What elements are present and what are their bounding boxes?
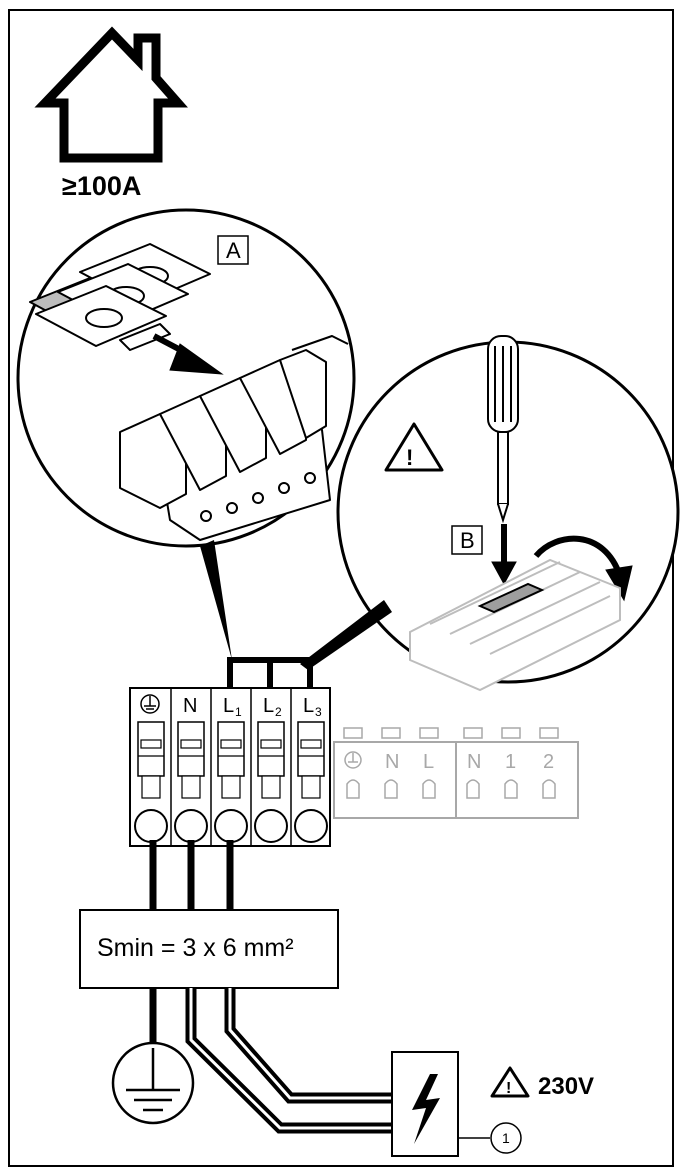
jumper-bridge (227, 657, 313, 690)
secondary-cell-0 (339, 727, 367, 799)
callout-box-a (217, 235, 249, 265)
terminal-sub: 2 (275, 705, 282, 719)
pointer-a (200, 540, 232, 660)
secondary-cell-3: N (459, 727, 487, 799)
cables-upper (149, 840, 234, 910)
voltage-label: 230V (538, 1073, 594, 1100)
secondary-label: 1 (505, 751, 516, 773)
warning-icon: ! (490, 1066, 530, 1098)
callout-label-b: B (460, 528, 475, 553)
terminal-label: N (183, 695, 197, 717)
svg-text:!: ! (406, 445, 413, 470)
callout-label-1: 1 (502, 1130, 510, 1146)
callout-box-b (451, 525, 483, 555)
secondary-cell-5: 2 (535, 727, 563, 799)
detail-circle-a: A (16, 208, 356, 548)
lightning-icon (412, 1074, 440, 1144)
terminal-sub: 3 (315, 705, 322, 719)
power-supply-box (391, 1051, 459, 1157)
secondary-terminal-block: N L N 1 2 (333, 727, 579, 819)
secondary-cell-1: N (377, 727, 405, 799)
house-rating-label: ≥100A (62, 171, 141, 201)
secondary-label: L (423, 751, 434, 773)
insertion-arrow-a (152, 333, 224, 375)
terminal-label: L (223, 695, 234, 717)
cable-spec-box (79, 909, 339, 989)
house-icon (34, 26, 188, 163)
cable-spec-label: Smin = 3 x 6 mm² (97, 934, 294, 962)
terminal-label: L (303, 695, 314, 717)
jumper-bridge-a (29, 243, 211, 351)
secondary-cell-4: 1 (497, 727, 525, 799)
ground-icon (344, 751, 362, 769)
ground-icon (140, 694, 160, 714)
cables-lower (149, 988, 392, 1134)
secondary-cell-2: L (415, 727, 443, 799)
screwdriver-icon (487, 335, 519, 524)
page-frame (8, 9, 674, 1167)
terminal-cell-0 (134, 694, 168, 843)
warning-icon-b: ! (384, 422, 444, 472)
rotate-arrow-b (533, 535, 633, 602)
pointer-b (300, 600, 392, 670)
terminal-closeup-b (409, 558, 621, 692)
secondary-label: N (385, 751, 399, 773)
terminal-sub: 1 (235, 705, 242, 719)
secondary-label: 2 (543, 751, 554, 773)
callout-label-a: A (226, 238, 241, 263)
terminal-label: L (263, 695, 274, 717)
callout-circle-1 (490, 1122, 522, 1154)
svg-text:!: ! (506, 1080, 511, 1097)
ground-symbol-icon (111, 1041, 195, 1125)
push-arrow-b (491, 524, 517, 586)
secondary-label: N (467, 751, 481, 773)
terminal-block-closeup-a (119, 335, 349, 541)
detail-circle-b: ! B (336, 335, 680, 692)
